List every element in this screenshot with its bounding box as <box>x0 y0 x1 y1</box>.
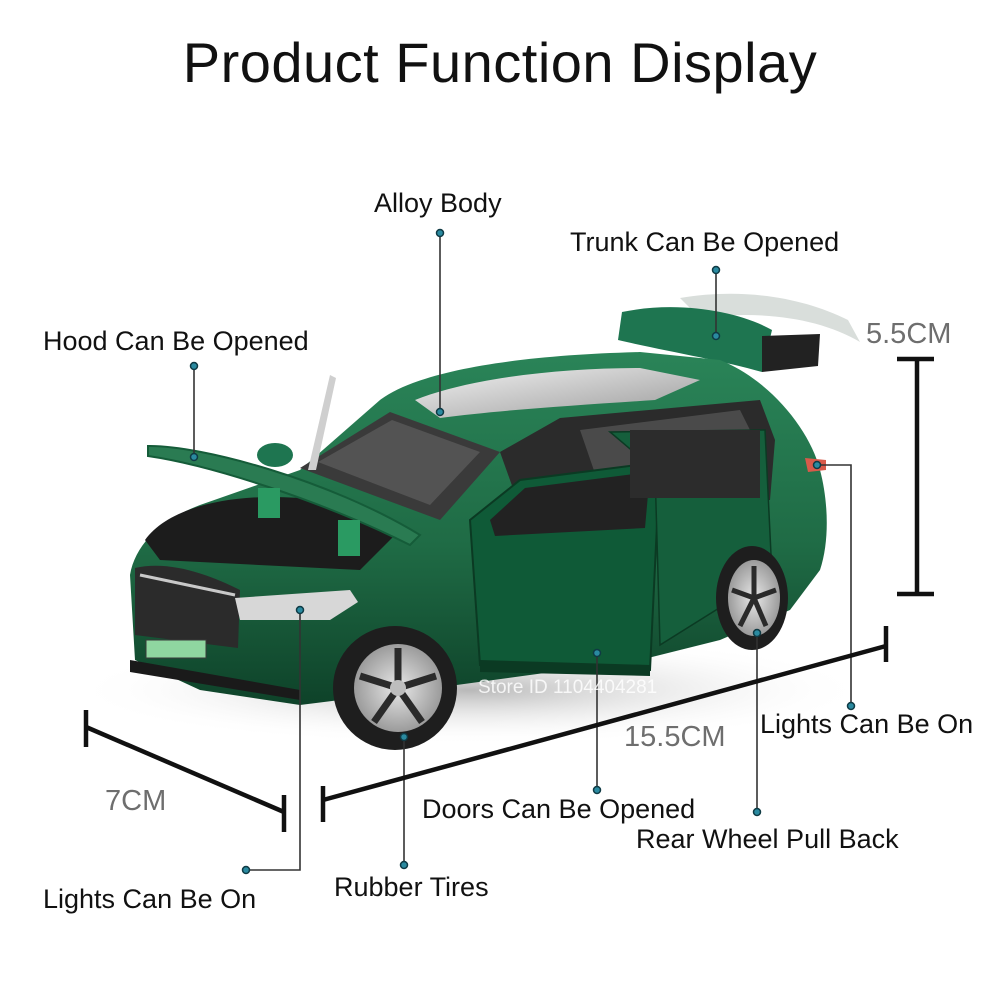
callout-lines <box>193 233 852 871</box>
dimension-length: 15.5CM <box>624 721 726 753</box>
feature-label-tires: Rubber Tires <box>334 872 489 902</box>
feature-label-front-lights: Lights Can Be On <box>43 884 257 914</box>
store-watermark: Store ID 1104404281 <box>478 677 658 698</box>
feature-label-hood: Hood Can Be Opened <box>43 326 309 356</box>
feature-label-rear-lights: Lights Can Be On <box>760 709 974 739</box>
callout-dots <box>189 228 856 875</box>
dimension-markers <box>83 356 934 832</box>
page-title: Product Function Display <box>182 31 818 94</box>
dimension-width: 7CM <box>105 785 167 817</box>
feature-label-pull-back: Rear Wheel Pull Back <box>636 824 899 854</box>
feature-label-trunk: Trunk Can Be Opened <box>570 227 840 257</box>
feature-label-alloy-body: Alloy Body <box>374 188 502 218</box>
rear-wheel <box>716 546 788 650</box>
front-wheel <box>333 626 457 750</box>
feature-label-doors: Doors Can Be Opened <box>422 794 696 824</box>
dimension-height: 5.5CM <box>866 318 952 350</box>
trunk-lid <box>618 293 860 372</box>
car-body <box>130 352 827 705</box>
